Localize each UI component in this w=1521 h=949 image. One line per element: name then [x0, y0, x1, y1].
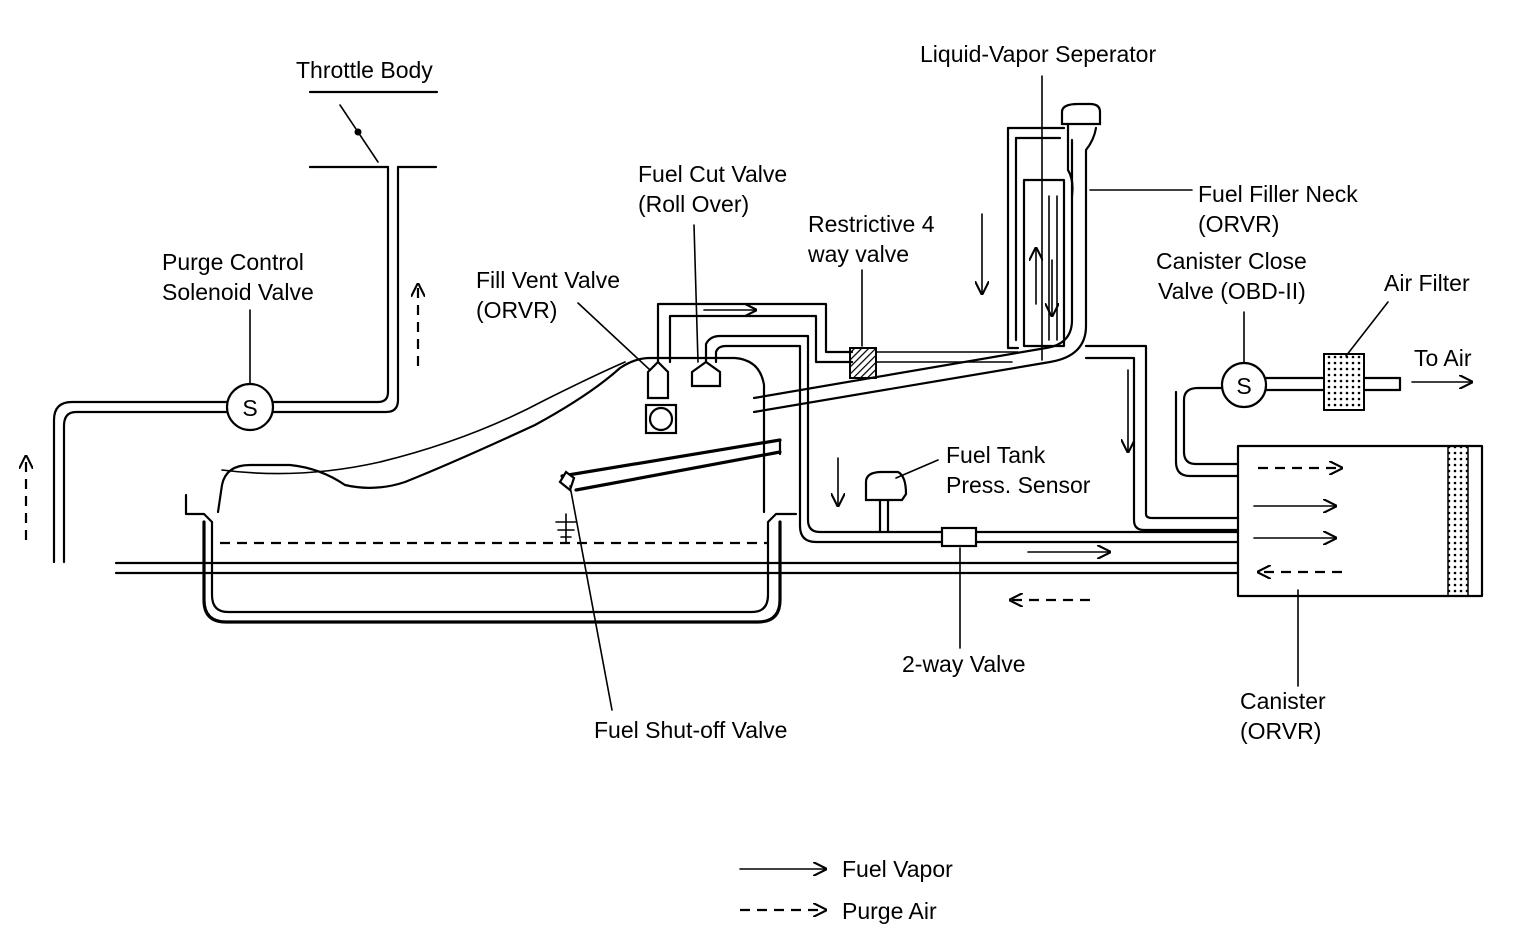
solenoid-symbol: S — [242, 395, 257, 421]
fuel-filler-neck-label-2: (ORVR) — [1198, 211, 1279, 237]
fill-vent-valve — [577, 302, 678, 435]
restrictive-valve-label-1: Restrictive 4 — [808, 211, 935, 237]
fuel-cut-valve — [690, 224, 722, 388]
fuel-level-symbol — [555, 513, 577, 543]
fill-vent-valve-label-2: (ORVR) — [476, 297, 557, 323]
purge-control-label-1: Purge Control — [162, 249, 304, 275]
fuel-shutoff-valve-label: Fuel Shut-off Valve — [594, 717, 787, 743]
fuel-feed-line — [114, 561, 1240, 575]
fuel-tank-pressure-sensor — [864, 459, 939, 534]
throttle-body-label: Throttle Body — [296, 57, 433, 83]
restrictive-valve-label-2: way valve — [807, 241, 909, 267]
canister-close-valve-label-1: Canister Close — [1156, 248, 1307, 274]
liquid-vapor-separator-label: Liquid-Vapor Seperator — [920, 41, 1156, 67]
throttle-body — [308, 90, 439, 169]
canister — [1236, 444, 1484, 687]
legend-purge-air-label: Purge Air — [842, 898, 937, 924]
purge-control-label-2: Solenoid Valve — [162, 279, 314, 305]
air-filter — [1323, 301, 1472, 411]
two-way-valve-label: 2-way Valve — [902, 651, 1026, 677]
fuel-tank-pressure-sensor-label-2: Press. Sensor — [946, 472, 1091, 498]
canister-label-1: Canister — [1240, 688, 1326, 714]
vapor-line-to-canister — [1084, 344, 1240, 532]
fuel-tank-pressure-sensor-label-1: Fuel Tank — [946, 442, 1046, 468]
fuel-cut-valve-label-1: Fuel Cut Valve — [638, 161, 787, 187]
canister-solenoid-symbol: S — [1236, 373, 1251, 399]
to-air-label: To Air — [1414, 345, 1472, 371]
fuel-filler-neck-label-1: Fuel Filler Neck — [1198, 181, 1358, 207]
canister-label-2: (ORVR) — [1240, 718, 1321, 744]
air-filter-label: Air Filter — [1384, 270, 1470, 296]
vent-tubing — [656, 302, 946, 544]
legend-fuel-vapor-label: Fuel Vapor — [842, 856, 953, 882]
purge-control-solenoid-valve: S — [225, 309, 275, 432]
fill-vent-valve-label-1: Fill Vent Valve — [476, 267, 620, 293]
purge-line — [52, 165, 400, 564]
canister-close-valve-label-2: Valve (OBD-II) — [1158, 278, 1306, 304]
liquid-vapor-separator — [1006, 75, 1066, 361]
canister-close-valve: S — [1174, 311, 1326, 478]
fuel-tank — [184, 356, 798, 624]
fuel-filler-neck — [558, 102, 1193, 492]
fuel-cut-valve-label-2: (Roll Over) — [638, 191, 749, 217]
legend: Fuel Vapor Purge Air — [739, 856, 953, 924]
fuel-shutoff-leader — [569, 485, 613, 711]
two-way-valve — [940, 526, 1240, 649]
restrictive-4-way-valve — [849, 269, 1019, 379]
